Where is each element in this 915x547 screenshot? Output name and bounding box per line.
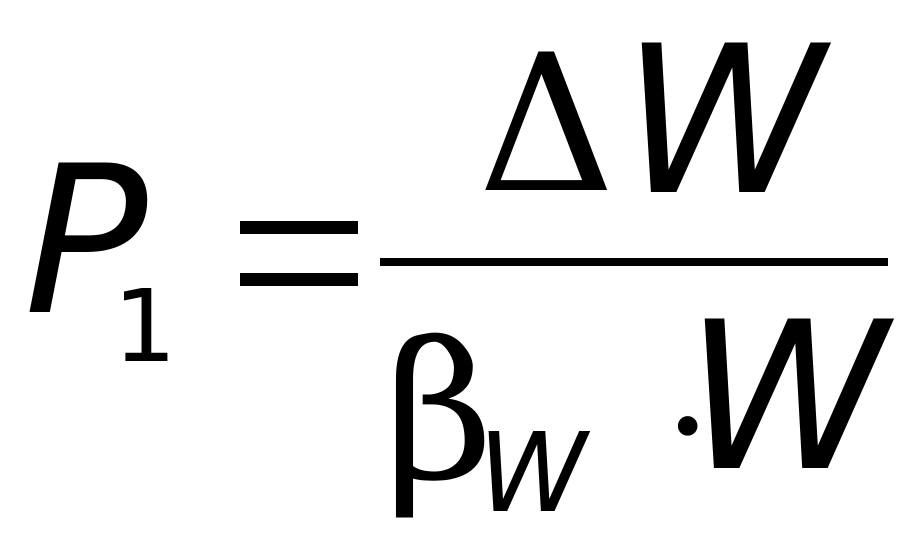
equals-sign-top-bar [240,221,358,234]
denominator-beta: β [384,302,494,523]
lhs-subscript: 1 [113,268,177,385]
numerator-variable: W [622,3,825,241]
denominator-variable: W [685,279,888,517]
lhs-variable: P [24,123,148,361]
numerator-delta: Δ [478,14,616,235]
denominator-beta-subscript: W [478,409,587,537]
multiplication-dot: · [664,340,712,514]
equals-sign-bottom-bar [240,273,358,286]
fraction-bar [380,258,888,266]
